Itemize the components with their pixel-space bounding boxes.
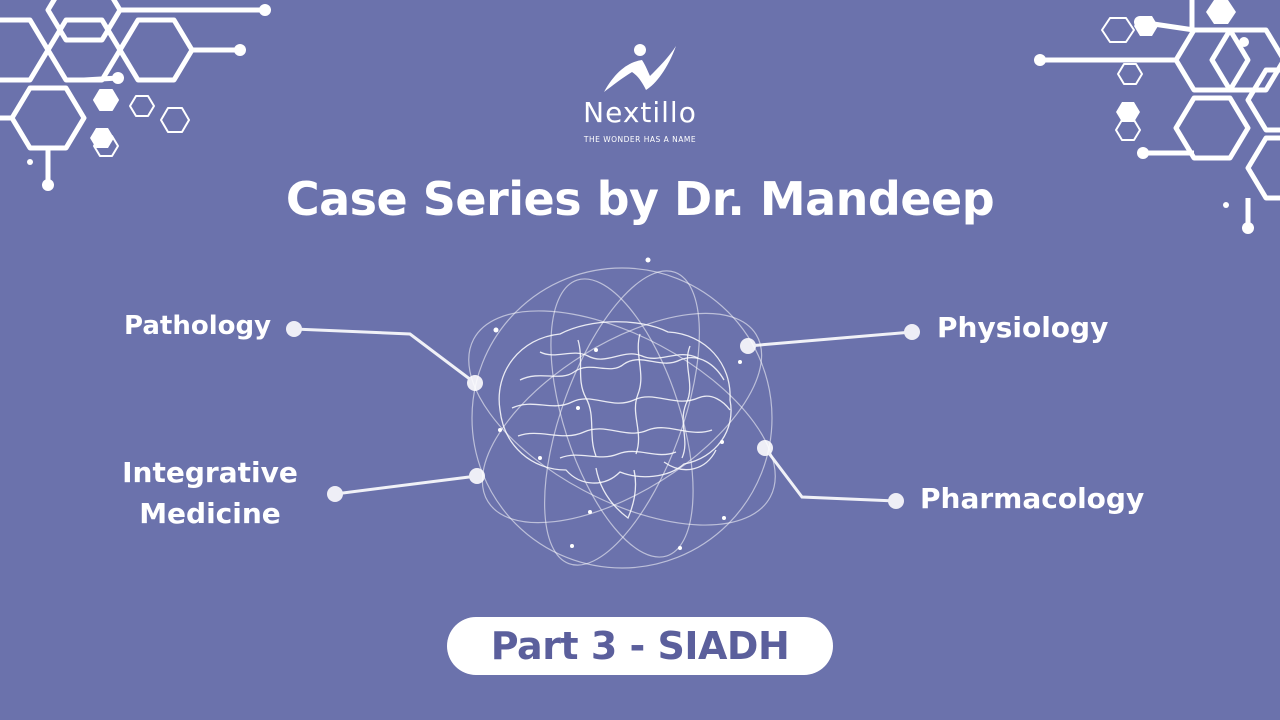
hexagon-network-left-icon: [0, 0, 265, 185]
topic-pharmacology: Pharmacology: [920, 482, 1145, 515]
brain-orbit-icon: [468, 257, 776, 569]
topic-integrative-medicine: Integrative Medicine: [110, 452, 310, 534]
topic-integrative-line2: Medicine: [139, 497, 281, 530]
topic-physiology: Physiology: [937, 311, 1109, 344]
part-label-badge: Part 3 - SIADH: [447, 617, 833, 675]
brand-name: Nextillo: [583, 96, 697, 129]
hexagon-network-left-dots: [27, 4, 271, 191]
hexagon-network-right-icon: [1040, 0, 1280, 228]
page-title: Case Series by Dr. Mandeep: [285, 172, 995, 226]
brand-tagline: THE WONDER HAS A NAME: [583, 135, 697, 144]
runner-logo-icon: [604, 44, 676, 92]
topic-integrative-line1: Integrative: [122, 456, 298, 489]
hexagon-network-right-dots: [1034, 0, 1254, 234]
connector-lines: [293, 327, 913, 503]
part-label-text: Part 3 - SIADH: [490, 624, 790, 668]
topic-pathology: Pathology: [124, 311, 272, 341]
connector-dots: [286, 321, 920, 509]
